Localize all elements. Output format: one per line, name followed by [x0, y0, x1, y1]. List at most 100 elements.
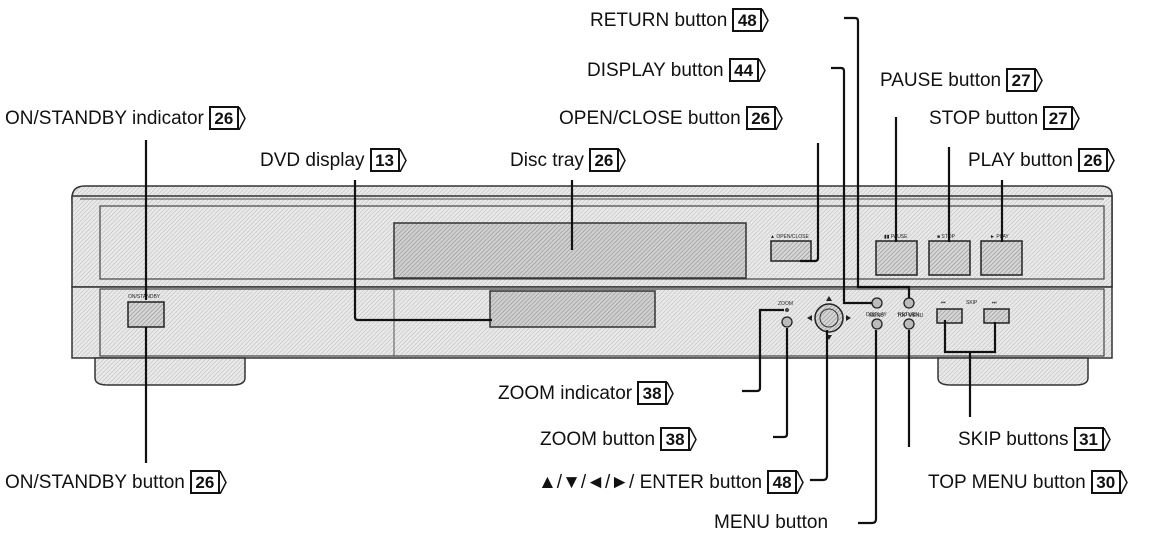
- callout-play-button: PLAY button 26: [968, 148, 1115, 172]
- page-number: 13: [369, 148, 400, 172]
- page-reference: 27: [1006, 68, 1043, 92]
- page-reference-arrow-icon: [1120, 470, 1128, 494]
- callout-enter-button: ▲/▼/◄/►/ ENTER button 48: [538, 470, 804, 494]
- page-reference-arrow-icon: [667, 381, 674, 405]
- page-reference-arrow-icon: [1073, 106, 1081, 130]
- stop-button-label: STOP button: [929, 107, 1039, 129]
- up-arrow-icon: [826, 296, 832, 301]
- page-reference: 44: [728, 58, 766, 82]
- callout-standby-button: ON/STANDBY button 26: [5, 470, 227, 494]
- page-reference: 26: [588, 148, 626, 172]
- pause-button-label: PAUSE button: [880, 69, 1002, 91]
- page-reference-arrow-icon: [618, 148, 626, 172]
- return-button-shape: [903, 297, 915, 309]
- play-button-shape: [980, 240, 1023, 276]
- page-reference: 26: [189, 470, 227, 494]
- leader-dvd-display: [353, 180, 492, 322]
- callout-disc-tray: Disc tray 26: [510, 148, 626, 172]
- page-reference-arrow-icon: [758, 58, 766, 82]
- leader-zoom-indicator: [742, 308, 784, 393]
- zoom-caption: ZOOM: [778, 301, 793, 307]
- disc-tray-slot: [393, 222, 747, 279]
- callout-pause-button: PAUSE button 27: [880, 68, 1043, 92]
- skip-caption: SKIP: [966, 300, 978, 306]
- menu-caption: MENU: [869, 313, 884, 319]
- callout-zoom-indicator: ZOOM indicator 38: [498, 381, 674, 405]
- page-number: 26: [208, 106, 239, 130]
- open-close-button-shape: [770, 240, 812, 262]
- callout-return-button: RETURN button 48: [590, 8, 770, 32]
- leader-zoom-button: [773, 328, 789, 439]
- open-close-caption: ▲ OPEN/CLOSE: [770, 234, 810, 240]
- callout-stop-button: STOP button 27: [929, 106, 1081, 130]
- page-number: 30: [1090, 470, 1121, 494]
- display-button-shape: [871, 297, 883, 309]
- page-number: 27: [1006, 68, 1037, 92]
- page-reference-arrow-icon: [1103, 427, 1111, 451]
- stop-caption: ■ STOP: [937, 234, 956, 240]
- leader-open-close: [800, 143, 820, 263]
- callout-skip-buttons: SKIP buttons 31: [958, 427, 1111, 451]
- open-close-button-label: OPEN/CLOSE button: [559, 107, 741, 129]
- callout-open-close-button: OPEN/CLOSE button 26: [559, 106, 783, 130]
- skip-next-button-shape: [983, 308, 1010, 324]
- menu-button-shape: [871, 318, 883, 330]
- dvd-display-label: DVD display: [260, 149, 365, 171]
- enter-dial-shape: [814, 303, 844, 333]
- page-reference-arrow-icon: [399, 148, 407, 172]
- top-menu-button-shape: [903, 318, 915, 330]
- callout-display-button: DISPLAY button 44: [587, 58, 766, 82]
- page-number: 44: [728, 58, 759, 82]
- page-reference-arrow-icon: [219, 470, 227, 494]
- dvd-display-window: [489, 290, 656, 328]
- leader-lines: [144, 16, 1004, 525]
- page-reference: 31: [1073, 427, 1111, 451]
- zoom-indicator-shape: [785, 308, 789, 312]
- page-reference: 48: [732, 8, 770, 32]
- right-arrow-icon: [846, 315, 851, 321]
- page-number: 38: [637, 381, 668, 405]
- leader-menu: [858, 330, 878, 525]
- page-reference-arrow-icon: [1036, 68, 1043, 92]
- page-reference-arrow-icon: [797, 470, 804, 494]
- disc-tray-label: Disc tray: [510, 149, 584, 171]
- enter-button-label: ▲/▼/◄/►/ ENTER button: [538, 471, 763, 493]
- display-caption: DISPLAY: [866, 312, 887, 318]
- pause-button-shape: [875, 240, 918, 276]
- play-caption: ► PLAY: [990, 234, 1009, 240]
- callout-top-menu-button: TOP MENU button 30: [928, 470, 1128, 494]
- return-button-label: RETURN button: [590, 9, 728, 31]
- page-reference-arrow-icon: [762, 8, 770, 32]
- standby-button-label: ON/STANDBY button: [5, 471, 185, 493]
- page-number: 48: [732, 8, 763, 32]
- callout-menu-button: MENU button: [714, 513, 828, 532]
- page-number: 26: [1077, 148, 1108, 172]
- skip-next-caption: ⏭: [992, 300, 997, 306]
- play-button-label: PLAY button: [968, 149, 1073, 171]
- zoom-indicator-label: ZOOM indicator: [498, 382, 633, 404]
- skip-prev-caption: ⏮: [941, 300, 946, 306]
- page-reference-arrow-icon: [775, 106, 783, 130]
- zoom-button-shape: [781, 316, 793, 328]
- zoom-button-label: ZOOM button: [540, 428, 656, 450]
- page-number: 27: [1043, 106, 1074, 130]
- top-menu-button-label: TOP MENU button: [928, 471, 1086, 493]
- on-standby-button-shape: [127, 301, 165, 328]
- top-menu-caption: TOP MENU: [897, 313, 924, 319]
- page-reference: 38: [660, 427, 697, 451]
- callout-zoom-button: ZOOM button 38: [540, 427, 697, 451]
- page-number: 38: [660, 427, 691, 451]
- standby-indicator-label: ON/STANDBY indicator: [5, 107, 204, 129]
- callout-standby-indicator: ON/STANDBY indicator 26: [5, 106, 246, 130]
- callout-dvd-display: DVD display 13: [260, 148, 407, 172]
- menu-button-label: MENU button: [714, 512, 829, 533]
- page-reference: 27: [1043, 106, 1081, 130]
- leader-skip: [943, 320, 997, 417]
- left-arrow-icon: [807, 315, 812, 321]
- page-reference-arrow-icon: [690, 427, 697, 451]
- leader-return: [844, 16, 911, 298]
- page-number: 26: [588, 148, 619, 172]
- page-reference-arrow-icon: [238, 106, 246, 130]
